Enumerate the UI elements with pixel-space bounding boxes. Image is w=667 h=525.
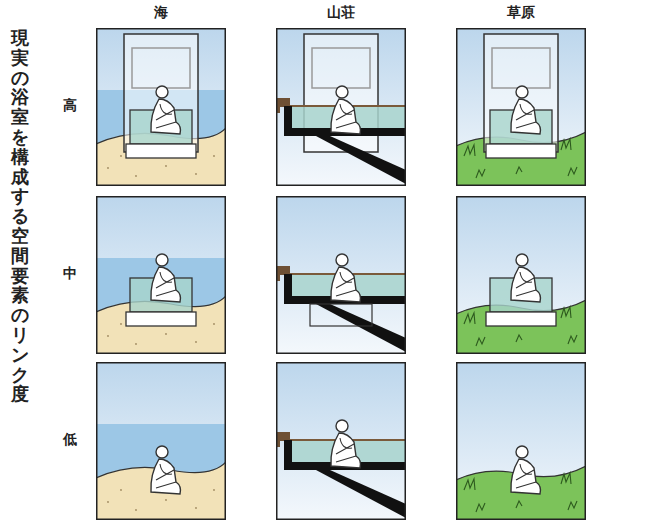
lodge-low-panel <box>276 362 406 520</box>
sea-high-panel <box>96 28 226 186</box>
grass-high-panel <box>456 28 586 186</box>
lodge-mid-panel <box>276 196 406 354</box>
lodge-high-panel <box>276 28 406 186</box>
column-header: 海 <box>154 4 168 22</box>
row-label: 低 <box>63 431 77 449</box>
grass-low-panel <box>456 362 586 520</box>
grass-mid-panel <box>456 196 586 354</box>
column-header: 草原 <box>507 4 535 22</box>
row-label: 中 <box>63 265 77 283</box>
column-header: 山荘 <box>327 4 355 22</box>
sea-low-panel <box>96 362 226 520</box>
row-label: 高 <box>63 97 77 115</box>
sea-mid-panel <box>96 196 226 354</box>
axis-label: 現実の浴室を構成する空間要素のリンク度 <box>11 28 29 404</box>
